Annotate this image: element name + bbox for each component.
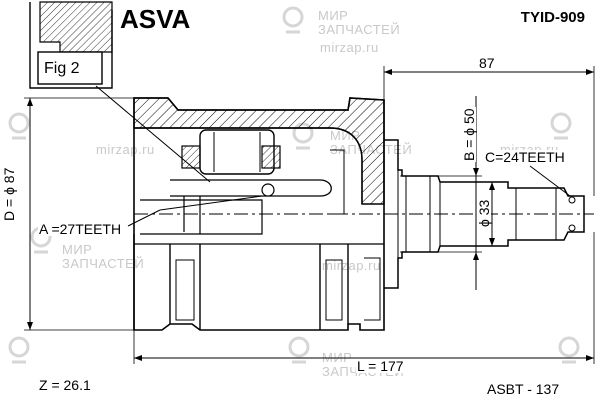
figure-label: Fig 2 xyxy=(44,60,80,77)
map-pin-icon xyxy=(8,336,30,364)
part-number: TYID-909 xyxy=(520,9,585,26)
dimension-spline-c: C=24TEETH xyxy=(484,149,566,165)
map-pin-icon xyxy=(8,112,30,140)
dimension-spline-a: A =27TEETH xyxy=(38,221,123,237)
watermark-text: МИР xyxy=(318,8,349,23)
dimension-diameter-d: D = ϕ 87 xyxy=(1,166,17,222)
dimension-shaft-diameter: ϕ 33 xyxy=(476,198,492,228)
dimension-lines xyxy=(24,66,595,364)
dimension-length-87: 87 xyxy=(478,55,496,71)
dimension-diameter-b: B = ϕ 50 xyxy=(461,107,477,162)
dimension-length-l: L = 177 xyxy=(356,358,405,374)
watermark-text: МИР xyxy=(62,242,93,257)
watermark-url: mirzap.ru xyxy=(322,258,381,273)
watermark-url: mirzap.ru xyxy=(320,40,379,55)
brand-logo: ASVA xyxy=(120,4,191,34)
watermark-url: mirzap.ru xyxy=(96,142,155,157)
map-pin-icon xyxy=(288,336,310,364)
dimension-z: Z = 26.1 xyxy=(38,377,92,393)
watermark-text: ЗАПЧАСТЕЙ xyxy=(318,22,401,37)
stub-shaft xyxy=(384,139,585,289)
map-pin-icon xyxy=(558,336,580,364)
outer-housing xyxy=(133,97,385,331)
map-pin-icon xyxy=(282,6,304,34)
fig-callout xyxy=(29,1,211,183)
watermark-text: ЗАПЧАСТЕЙ xyxy=(62,256,145,271)
reference-code: ASBT - 137 xyxy=(486,381,561,397)
tripod-assembly xyxy=(140,129,345,235)
map-pin-icon xyxy=(550,112,572,140)
